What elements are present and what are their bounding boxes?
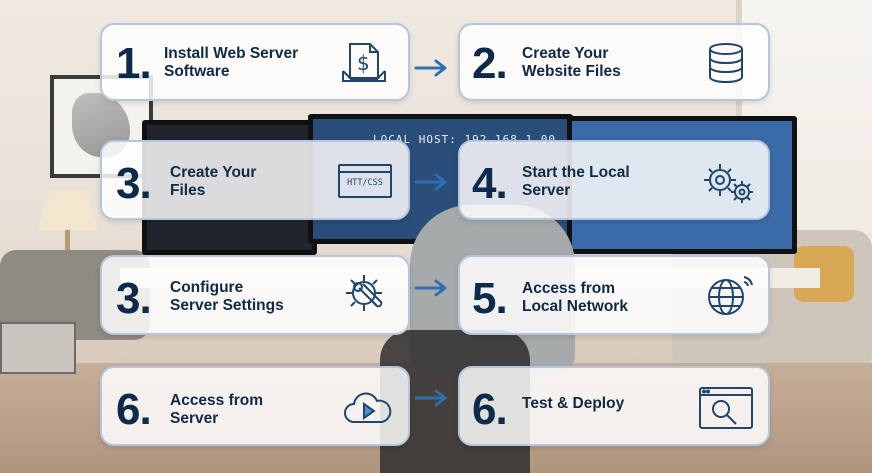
step-label: Access from Local Network xyxy=(522,280,628,316)
step-label-line2: Files xyxy=(170,182,206,199)
step-number: 4. xyxy=(472,159,508,208)
step-card-2: 2. Create Your Website Files xyxy=(458,23,770,101)
step-label-line1: Access from xyxy=(522,280,616,297)
step-card-4: 4. Start the Local Server xyxy=(458,140,770,220)
step-card-8: 6. Test & Deploy xyxy=(458,366,770,446)
step-label: Create Your Files xyxy=(170,164,256,200)
step-number: 1. xyxy=(116,39,152,88)
dollar-document-icon: $ xyxy=(340,41,388,85)
step-number: 2. xyxy=(472,39,508,88)
step-number: 3. xyxy=(116,274,152,323)
step-number: 3. xyxy=(116,159,152,208)
step-label-line1: Create Your xyxy=(522,45,609,62)
step-label-line1: Create Your xyxy=(170,164,257,181)
cloud-play-icon xyxy=(342,392,394,426)
arrow-right-icon xyxy=(414,59,447,77)
step-label: Start the Local Server xyxy=(522,164,630,200)
gear-wrench-icon xyxy=(342,271,390,319)
step-card-3: 3. Create Your Files HTT/CSS xyxy=(100,140,410,220)
step-label-line2: Server Settings xyxy=(170,297,284,314)
gears-icon xyxy=(700,160,756,204)
step-label-line1: Install Web Server xyxy=(164,45,299,62)
html-css-icon-text: HTT/CSS xyxy=(347,178,383,188)
globe-icon xyxy=(706,273,756,317)
svg-text:$: $ xyxy=(357,51,370,75)
background-server-box xyxy=(0,322,76,374)
background-lamp-stem xyxy=(65,230,70,260)
step-label-line2: Software xyxy=(164,63,230,80)
step-card-6: 5. Access from Local Network xyxy=(458,255,770,335)
background-lamp xyxy=(38,190,98,230)
arrow-right-icon xyxy=(414,279,447,297)
step-label-line2: Server xyxy=(170,410,219,427)
step-label-line1: Configure xyxy=(170,279,244,296)
step-label: Access from Server xyxy=(170,392,263,428)
step-label-line2: Server xyxy=(522,182,571,199)
step-number: 6. xyxy=(472,385,508,434)
step-label-line2: Website Files xyxy=(522,63,621,80)
step-card-5: 3. Configure Server Settings xyxy=(100,255,410,335)
step-label: Install Web Server Software xyxy=(164,45,298,81)
magnifier-window-icon xyxy=(698,386,754,430)
html-css-window-icon: HTT/CSS xyxy=(338,164,392,198)
step-card-1: 1. Install Web Server Software $ xyxy=(100,23,410,101)
step-card-7: 6. Access from Server xyxy=(100,366,410,446)
arrow-right-icon xyxy=(414,389,447,407)
step-label: Test & Deploy xyxy=(522,395,624,413)
step-label: Configure Server Settings xyxy=(170,279,284,315)
arrow-right-icon xyxy=(414,173,447,191)
step-label-line1: Test & Deploy xyxy=(522,395,625,412)
step-number: 6. xyxy=(116,385,152,434)
step-label-line1: Start the Local xyxy=(522,164,630,181)
database-icon xyxy=(707,42,745,84)
step-label: Create Your Website Files xyxy=(522,45,621,81)
step-label-line1: Access from xyxy=(170,392,264,409)
step-label-line2: Local Network xyxy=(522,298,628,315)
step-number: 5. xyxy=(472,274,508,323)
